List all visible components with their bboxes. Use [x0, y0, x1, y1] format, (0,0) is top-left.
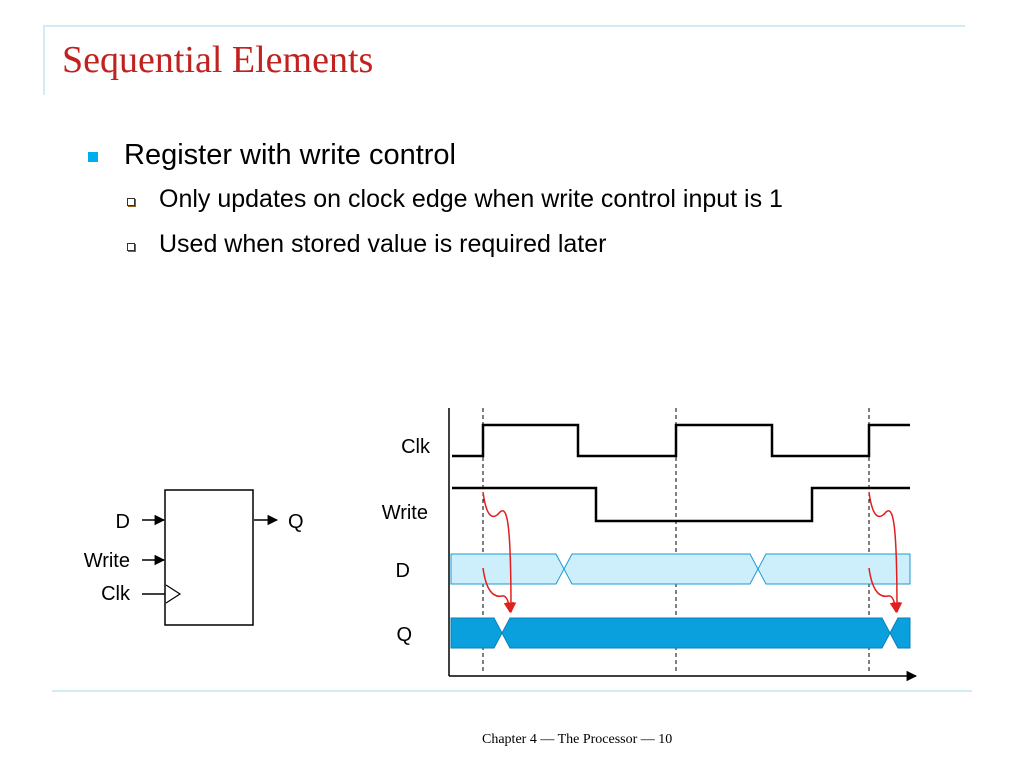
register-block: D Write Clk Q — [84, 489, 304, 626]
register-label-clk: Clk — [101, 583, 131, 605]
hollow-square-bullet-icon — [127, 243, 135, 251]
register-label-write: Write — [84, 550, 130, 572]
title-frame-horizontal — [43, 25, 965, 27]
q-waveform — [450, 617, 911, 649]
register-label-d: D — [116, 511, 130, 533]
q-value-segment — [501, 617, 891, 649]
title-frame-vertical — [43, 25, 45, 95]
square-bullet-icon — [88, 152, 98, 162]
footer-divider — [52, 690, 972, 692]
clock-triangle-icon — [165, 584, 182, 604]
causality-arrow — [868, 567, 901, 614]
timing-label-d: D — [396, 560, 410, 582]
timing-diagram: Clk Write D Q — [382, 408, 918, 682]
d-value-segment — [563, 553, 759, 585]
timing-label-clk: Clk — [401, 436, 431, 458]
causality-arrow — [868, 491, 903, 614]
bullet-level1: Register with write control — [88, 138, 456, 172]
q-value-segment — [450, 617, 503, 649]
d-value-segment — [450, 553, 565, 585]
subbullet-text: Used when stored value is required later — [159, 230, 607, 258]
slide-footer: Chapter 4 — The Processor — 10 — [482, 732, 673, 747]
q-value-segment — [889, 617, 911, 649]
bullet-level2: Only updates on clock edge when write co… — [127, 184, 783, 214]
subbullet-text: Only updates on clock edge when write co… — [159, 185, 783, 213]
timing-label-q: Q — [396, 624, 412, 646]
causality-arrow — [482, 567, 515, 614]
d-value-segment — [757, 553, 911, 585]
register-box — [164, 489, 254, 626]
causality-arrow — [482, 491, 517, 614]
hollow-square-bullet-icon — [127, 198, 135, 206]
slide-title: Sequential Elements — [62, 39, 374, 81]
clk-waveform — [452, 423, 910, 458]
d-waveform — [450, 553, 911, 585]
write-waveform — [452, 486, 910, 523]
timing-label-write: Write — [382, 502, 428, 524]
register-label-q: Q — [288, 511, 304, 533]
bullet-text: Register with write control — [124, 139, 456, 171]
bullet-level2: Used when stored value is required later — [127, 229, 606, 259]
